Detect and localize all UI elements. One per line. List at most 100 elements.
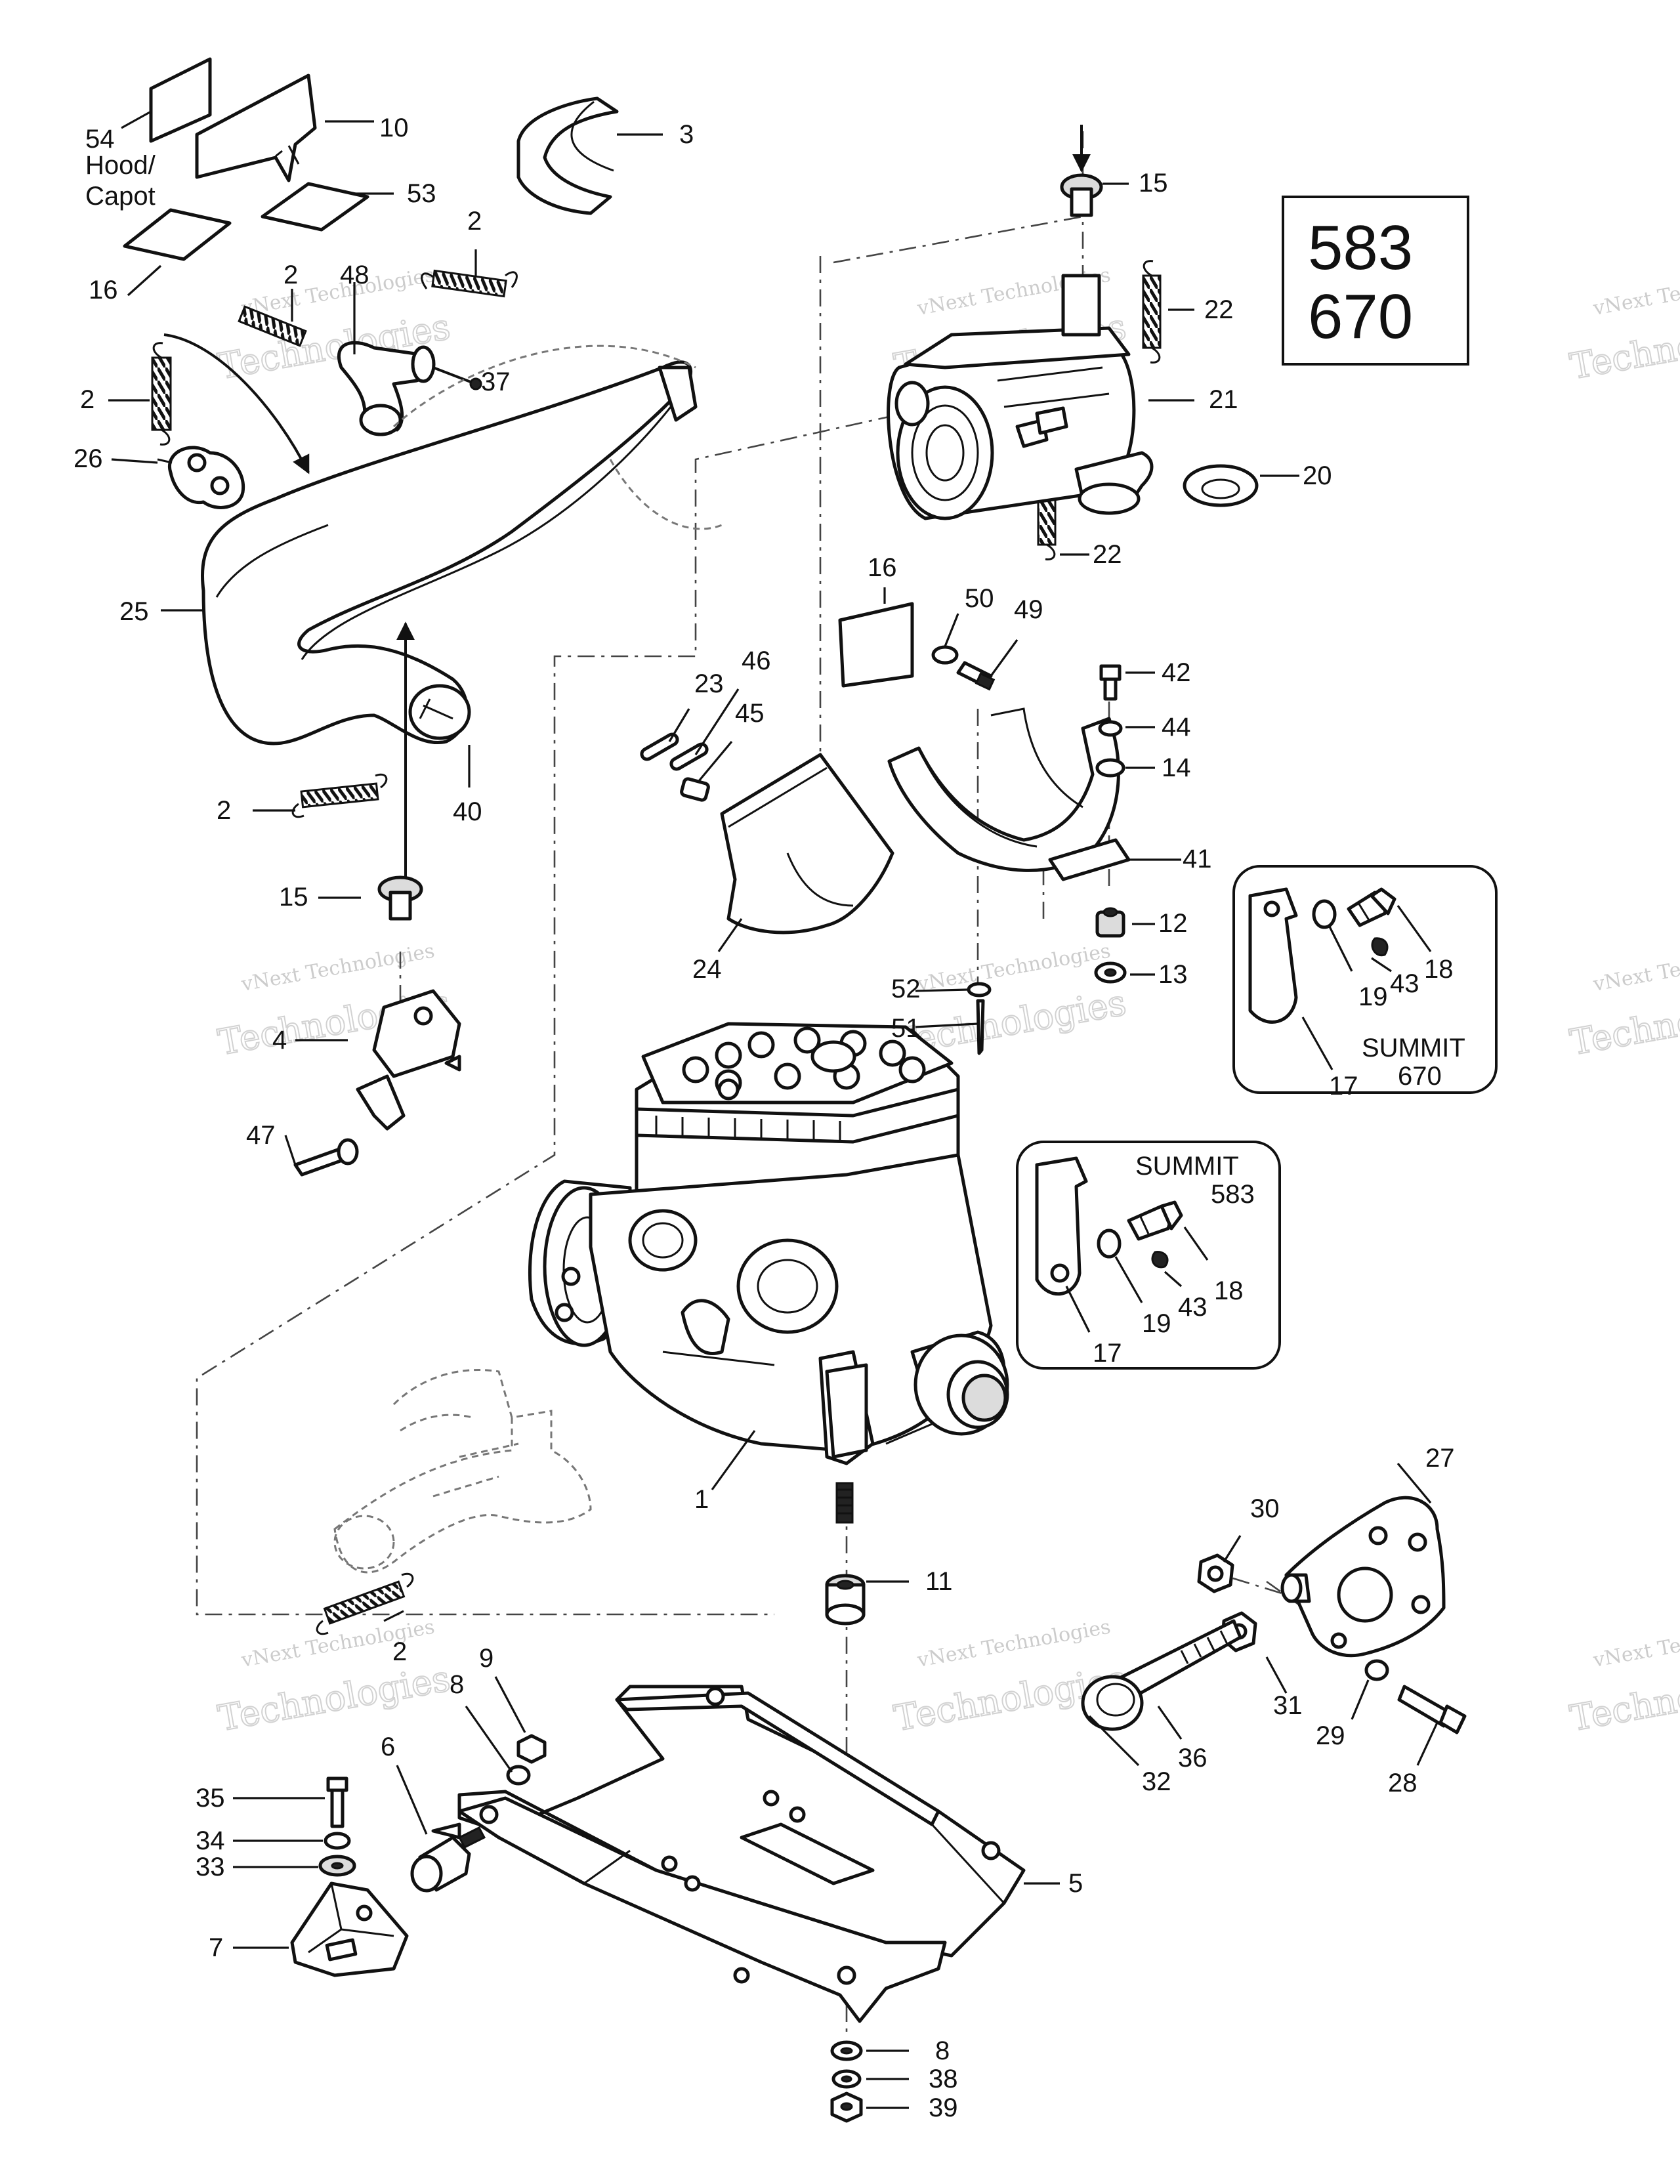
callout-label: 40 [453,797,482,826]
callout-label: 13 [1158,960,1188,989]
pin-46 [669,742,709,771]
watermark-text: vNext Technologies [1591,940,1680,996]
washer-29 [1364,1659,1389,1681]
callout-label: 23 [694,669,724,698]
callout-label: 30 [1250,1494,1280,1523]
callout-label: 44 [1162,713,1191,742]
elbow-48 [337,341,482,436]
callout-label: 5 [1068,1869,1083,1898]
callout-label: 43 [1390,969,1419,998]
callout-label: 16 [89,276,118,304]
spring-22-top [1142,260,1162,364]
sleeve-45 [680,777,710,802]
callout-label: 22 [1093,540,1122,569]
callout-label: 16 [868,553,897,582]
washer-8-bottom [830,2040,863,2061]
inset-583-title: SUMMIT [1135,1152,1239,1181]
pad-16-right [838,602,914,688]
rivet-47 [293,1138,359,1177]
callout-labels: 54 10 3 53 16 2 2 48 37 2 26 25 2 40 15 … [74,114,1455,2122]
callout-label: 39 [929,2093,958,2122]
nut-39 [830,2091,863,2123]
watermark-text: vNext Technologies [1591,1616,1680,1672]
leader-lines [108,110,1438,2109]
heat-shield-41 [887,707,1131,881]
callout-label: 7 [209,1933,223,1962]
grommet-15-top [1060,125,1103,217]
callout-label: 29 [1316,1721,1345,1750]
callout-label: 31 [1273,1691,1303,1720]
callout-label: 42 [1162,658,1191,687]
callout-label: 52 [891,975,921,1003]
grommet-52 [967,982,992,998]
inset-670-model: 670 [1398,1062,1442,1091]
callout-label: 47 [246,1121,276,1150]
spring-2-a [421,269,518,298]
nut-30 [1197,1553,1234,1593]
callout-label: 46 [742,646,771,675]
callout-label: 17 [1093,1339,1122,1368]
callout-label: 20 [1303,461,1332,490]
callout-label: 15 [279,883,308,912]
watermark-text: Technologies [1567,982,1680,1063]
muffler-bracket-24 [720,753,894,934]
callout-label: 41 [1183,845,1212,873]
grommet-15-left [377,875,423,921]
bracket-7 [290,1881,409,1977]
model-box-line2: 670 [1308,282,1413,352]
callout-label: 25 [119,597,149,626]
watermark-text: Technologies [1567,306,1680,387]
mount-plate-27 [1280,1496,1446,1658]
inset-670-title: SUMMIT [1362,1034,1465,1062]
callout-label: 1 [694,1485,709,1514]
spacer-12 [1095,907,1125,938]
heat-shield-3 [516,96,619,215]
engine-cradle-5 [457,1685,1026,2023]
callout-label: 8 [935,2036,950,2065]
muffler-21 [887,274,1154,520]
inset-summit-670 [1232,865,1498,1094]
callout-label: 11 [925,1567,953,1596]
washer-32 [1081,1675,1144,1731]
callout-label: 12 [1158,909,1188,938]
callout-label: 36 [1178,1744,1208,1773]
watermark-text: vNext Technologies [239,940,436,996]
callout-label: 53 [407,179,436,208]
bracket-4 [356,989,461,1131]
model-box: 583 670 [1282,196,1469,366]
callout-label: 3 [679,120,694,149]
spring-2-e [316,1572,414,1635]
callout-label: 17 [1329,1072,1358,1101]
callout-label: 4 [272,1026,287,1055]
pad-16-top-left [123,208,232,261]
callout-label: 19 [1358,982,1388,1011]
callout-label: 24 [692,955,722,984]
callout-label: 37 [481,368,511,396]
callout-label: 18 [1214,1276,1244,1305]
callout-label: 27 [1425,1444,1455,1473]
callout-label: 51 [891,1014,921,1043]
spring-2-b [238,305,307,347]
model-box-line1: 583 [1308,213,1413,283]
washer-14 [1095,758,1125,778]
callout-label: 43 [1178,1293,1208,1322]
watermark-text: Technologies [1567,1658,1680,1739]
callout-label: 14 [1162,753,1191,782]
callout-label: 2 [217,796,231,825]
engine-1 [528,1022,1009,1524]
callout-label: 26 [74,444,103,473]
spacer-11 [825,1574,866,1626]
washer-8-top [506,1765,531,1786]
watermark-text: vNext Technologies [1591,264,1680,320]
callout-label: 28 [1388,1769,1418,1797]
callout-label: 2 [392,1637,407,1666]
callout-label: 2 [80,385,94,414]
bolt-35 [326,1776,348,1828]
nut-13 [1094,961,1127,984]
watermark-text: vNext Technologies [239,264,436,320]
callout-label: 18 [1424,955,1454,984]
watermark-text: vNext Technologies [915,1616,1112,1672]
callout-label: 10 [379,114,409,142]
callout-label: 6 [381,1732,395,1761]
